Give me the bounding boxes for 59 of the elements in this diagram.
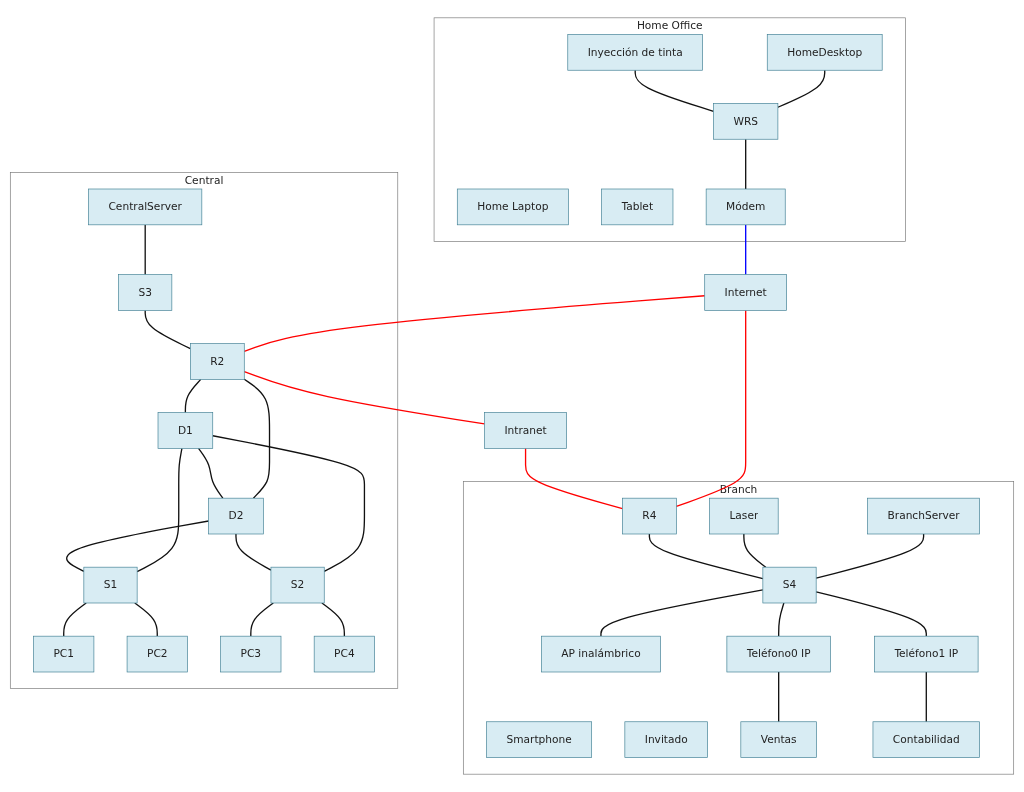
connector bbox=[63, 602, 87, 637]
node-box: WRS bbox=[713, 103, 779, 140]
node-box: R2 bbox=[190, 343, 245, 380]
connector bbox=[634, 69, 715, 112]
connector bbox=[144, 309, 191, 350]
node-box: Teléfono1 IP bbox=[874, 635, 979, 673]
connector bbox=[600, 589, 764, 637]
connector bbox=[815, 533, 925, 579]
connector bbox=[144, 224, 146, 276]
connector bbox=[778, 602, 785, 637]
node-box: Ventas bbox=[740, 721, 817, 758]
connector bbox=[675, 309, 747, 508]
connector bbox=[243, 295, 706, 353]
node-box: Módem bbox=[705, 188, 786, 226]
connector bbox=[212, 435, 366, 572]
connector bbox=[66, 520, 210, 572]
connector bbox=[136, 447, 183, 573]
connector bbox=[184, 378, 202, 414]
node-box: S2 bbox=[270, 566, 325, 604]
connector bbox=[197, 447, 224, 499]
connector bbox=[648, 533, 764, 580]
node-box: Contabilidad bbox=[872, 721, 980, 758]
connector bbox=[745, 138, 747, 190]
connector bbox=[745, 224, 747, 276]
node-box: PC1 bbox=[33, 635, 95, 673]
connector bbox=[134, 602, 158, 637]
connector bbox=[250, 602, 274, 637]
connector bbox=[524, 447, 624, 510]
node-box: Internet bbox=[704, 274, 787, 311]
node-box: R4 bbox=[622, 497, 677, 535]
node-box: D2 bbox=[208, 497, 264, 535]
connector bbox=[777, 69, 826, 108]
node-box: Laser bbox=[709, 497, 779, 535]
node-box: AP inalámbrico bbox=[541, 635, 661, 673]
node-box: Teléfono0 IP bbox=[726, 635, 831, 673]
node-box: S4 bbox=[762, 566, 817, 604]
node-box: PC4 bbox=[313, 635, 375, 673]
node-box: Inyección de tinta bbox=[567, 34, 703, 71]
node-box: D1 bbox=[157, 412, 214, 449]
connector bbox=[235, 533, 272, 571]
node-box: Tablet bbox=[601, 188, 674, 226]
node-box: S1 bbox=[83, 566, 138, 604]
node-box: BranchServer bbox=[867, 497, 980, 535]
node-box: Intranet bbox=[484, 412, 567, 449]
connector bbox=[321, 602, 346, 637]
node-box: Home Laptop bbox=[456, 188, 569, 226]
node-box: HomeDesktop bbox=[766, 34, 883, 71]
node-box: Smartphone bbox=[486, 721, 592, 758]
node-box: PC3 bbox=[220, 635, 282, 673]
node-box: Invitado bbox=[624, 721, 708, 758]
node-box: CentralServer bbox=[88, 188, 203, 226]
connector bbox=[925, 671, 927, 723]
connector bbox=[743, 533, 767, 568]
node-box: PC2 bbox=[126, 635, 188, 673]
connector bbox=[778, 671, 780, 723]
connector bbox=[243, 370, 486, 425]
node-box: S3 bbox=[118, 274, 173, 311]
connector bbox=[815, 591, 927, 637]
connector bbox=[243, 378, 271, 499]
